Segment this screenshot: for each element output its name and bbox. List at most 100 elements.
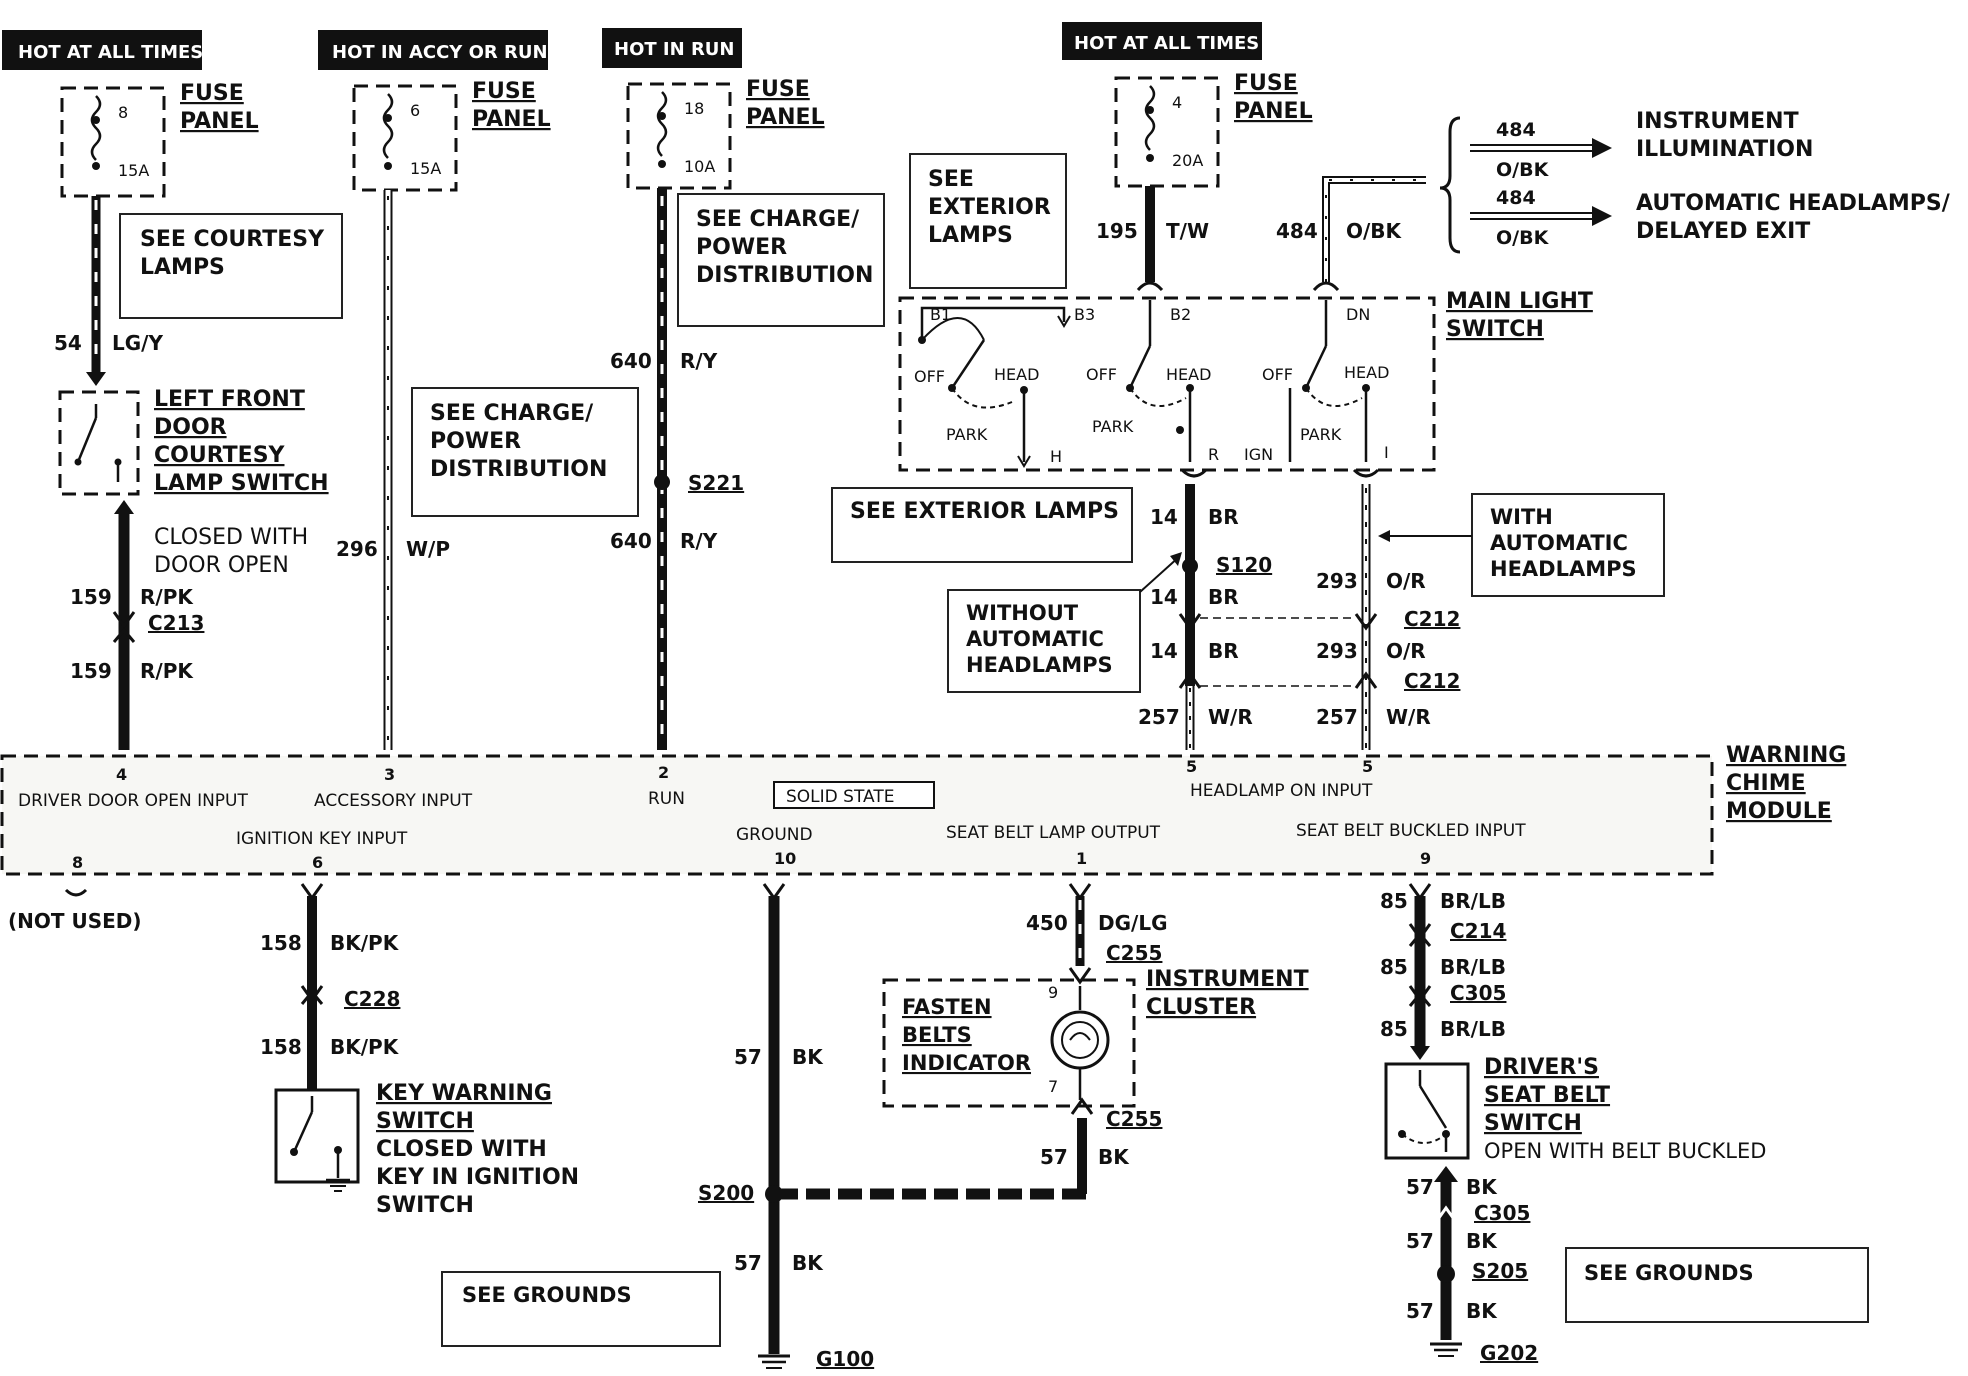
wire-color: O/BK	[1496, 227, 1550, 249]
svg-text:HOT IN ACCY OR RUN: HOT IN ACCY OR RUN	[332, 42, 548, 63]
wire-color: BK/PK	[330, 1035, 400, 1059]
wire-color: BR	[1208, 639, 1239, 663]
wire-color: R/PK	[140, 585, 194, 609]
wire-number: 257	[1316, 705, 1358, 729]
module-input-label: SEAT BELT BUCKLED INPUT	[1296, 821, 1526, 841]
connector-c212: C212	[1404, 607, 1460, 631]
wire-number: 54	[54, 331, 82, 355]
note-see-charge-power-distribution: SEE CHARGE/ POWER DISTRIBUTION	[411, 387, 639, 517]
note-see-courtesy-lamps: SEE COURTESY LAMPS	[119, 213, 343, 319]
svg-text:EXTERIOR: EXTERIOR	[928, 195, 1051, 220]
fuse-8: 8 15A	[60, 86, 166, 198]
fuse-6: 6 15A	[352, 84, 458, 192]
svg-text:POWER: POWER	[696, 235, 787, 260]
key-switch-label: KEY IN IGNITION	[376, 1165, 579, 1190]
switch-position: OFF	[914, 367, 945, 386]
wire-color: BR	[1208, 505, 1239, 529]
wire-color: O/R	[1386, 569, 1426, 593]
switch-note: CLOSED WITH	[154, 525, 308, 550]
svg-text:15A: 15A	[410, 159, 441, 178]
svg-text:DISTRIBUTION: DISTRIBUTION	[696, 263, 873, 288]
switch-terminal: B1	[930, 305, 951, 324]
wire-number: 640	[610, 349, 652, 373]
module-input-label: RUN	[648, 789, 685, 809]
note-without-automatic-headlamps: WITHOUT AUTOMATIC HEADLAMPS	[947, 552, 1182, 693]
ground-g202: G202	[1480, 1341, 1538, 1365]
wire-number: 85	[1380, 955, 1408, 979]
fuse-panel-label: PANEL	[1234, 99, 1313, 124]
switch-note: DOOR OPEN	[154, 553, 289, 578]
connector-c305: C305	[1474, 1201, 1530, 1225]
wire-450-dg-lg	[1068, 883, 1092, 985]
wire-number: 640	[610, 529, 652, 553]
fuse-panel-label: FUSE	[472, 79, 536, 104]
connector-c213: C213	[148, 611, 204, 635]
wire-color: BK	[1098, 1145, 1130, 1169]
wire-number: 57	[1040, 1145, 1068, 1169]
ground-g100: G100	[816, 1347, 874, 1371]
connector-c305: C305	[1450, 981, 1506, 1005]
connector-c255: C255	[1106, 1107, 1162, 1131]
svg-text:SEE CHARGE/: SEE CHARGE/	[696, 207, 860, 232]
solid-state-label: SOLID STATE	[786, 787, 894, 807]
wire-number: 484	[1496, 187, 1536, 209]
svg-text:SEE: SEE	[928, 167, 974, 192]
wire-293-o-r	[1200, 484, 1378, 750]
svg-text:SEE EXTERIOR LAMPS: SEE EXTERIOR LAMPS	[850, 499, 1119, 524]
svg-text:8: 8	[118, 103, 128, 122]
wire-number: 450	[1026, 911, 1068, 935]
svg-text:18: 18	[684, 99, 704, 118]
module-pin: 2	[658, 763, 669, 782]
svg-text:6: 6	[410, 101, 420, 120]
svg-text:AUTOMATIC: AUTOMATIC	[966, 627, 1104, 651]
wire-color: O/BK	[1346, 219, 1403, 243]
switch-label: LEFT FRONT	[154, 387, 305, 412]
svg-text:4: 4	[1172, 93, 1182, 112]
wire-color: BK	[792, 1251, 824, 1275]
connector-c212: C212	[1404, 669, 1460, 693]
module-input-label: IGNITION KEY INPUT	[236, 829, 408, 849]
svg-text:SEE GROUNDS: SEE GROUNDS	[1584, 1261, 1754, 1285]
splice-s200: S200	[698, 1181, 754, 1205]
wire-number: 14	[1150, 585, 1178, 609]
svg-text:HEADLAMPS: HEADLAMPS	[1490, 557, 1637, 581]
module-pin: 5	[1186, 757, 1197, 776]
module-pin: 6	[312, 853, 323, 872]
switch-position: PARK	[946, 425, 988, 444]
wire-number: 484	[1496, 119, 1536, 141]
wire-color: O/R	[1386, 639, 1426, 663]
wire-number: 57	[1406, 1175, 1434, 1199]
switch-position: PARK	[1300, 425, 1342, 444]
note-see-charge-power-distribution: SEE CHARGE/ POWER DISTRIBUTION	[677, 193, 885, 327]
module-name: WARNING	[1726, 743, 1846, 768]
svg-text:LAMPS: LAMPS	[928, 223, 1013, 248]
cluster-label: CLUSTER	[1146, 995, 1256, 1020]
module-pin: 9	[1420, 849, 1431, 868]
wire-color: BK/PK	[330, 931, 400, 955]
note-see-exterior-lamps: SEE EXTERIOR LAMPS	[909, 153, 1067, 289]
wire-number: 158	[260, 1035, 302, 1059]
header-hot-at-all-times-1: HOT AT ALL TIMES	[2, 30, 203, 70]
svg-text:HOT AT ALL TIMES: HOT AT ALL TIMES	[18, 42, 203, 63]
key-warning-switch	[274, 1088, 360, 1192]
header-hot-at-all-times-2: HOT AT ALL TIMES	[1062, 22, 1262, 60]
note-see-grounds: SEE GROUNDS	[441, 1271, 721, 1347]
note-see-grounds-2: SEE GROUNDS	[1565, 1247, 1869, 1323]
module-pin: 5	[1362, 757, 1373, 776]
module-pin: 4	[116, 765, 127, 784]
wire-color: O/BK	[1496, 159, 1550, 181]
key-switch-label: KEY WARNING	[376, 1081, 552, 1106]
wire-color: DG/LG	[1098, 911, 1167, 935]
output-label: ILLUMINATION	[1636, 137, 1813, 162]
wire-195-t-w	[1136, 186, 1164, 292]
switch-label: COURTESY	[154, 443, 286, 468]
svg-text:20A: 20A	[1172, 151, 1203, 170]
wire-color: LG/Y	[112, 331, 163, 355]
splice-s221: S221	[688, 471, 744, 495]
switch-terminal: H	[1050, 447, 1062, 466]
wire-number: 293	[1316, 639, 1358, 663]
module-input-label: ACCESSORY INPUT	[314, 791, 473, 811]
switch-terminal: B3	[1074, 305, 1095, 324]
svg-text:DISTRIBUTION: DISTRIBUTION	[430, 457, 607, 482]
switch-position: HEAD	[1344, 363, 1389, 382]
